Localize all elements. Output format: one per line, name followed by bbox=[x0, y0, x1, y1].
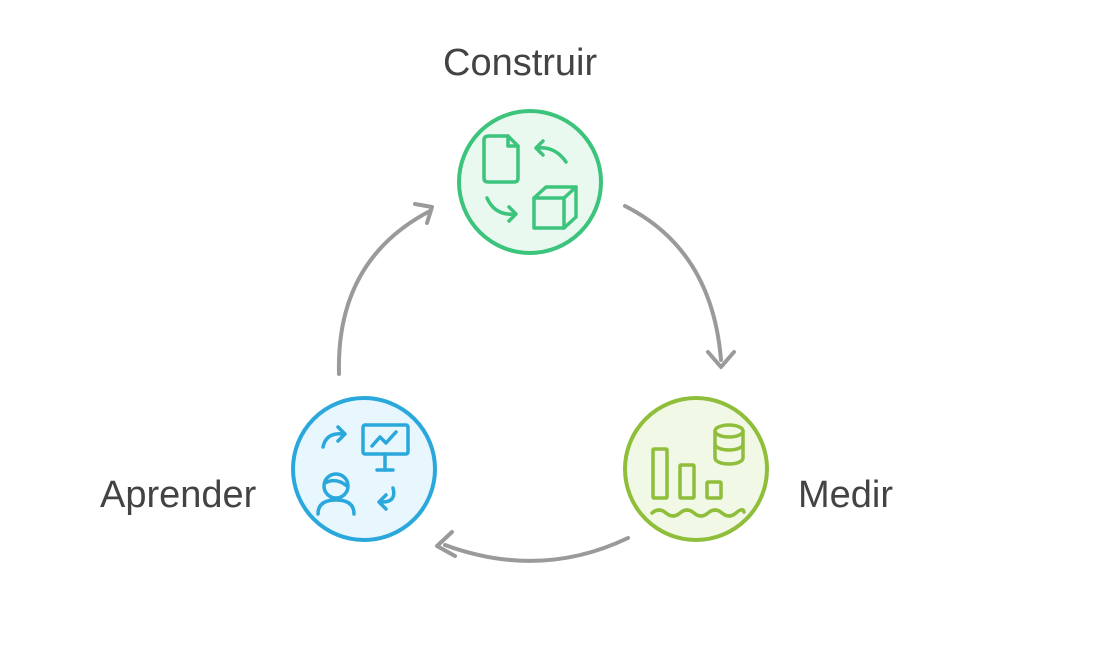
arrow-build-to-measure bbox=[623, 204, 736, 369]
arrow-measure-to-learn bbox=[435, 530, 630, 563]
person-presentation-icon bbox=[316, 423, 410, 516]
document-to-cube-icon bbox=[482, 134, 578, 230]
build-node bbox=[457, 109, 603, 255]
build-node-circle bbox=[457, 109, 603, 255]
measure-label: Medir bbox=[798, 474, 894, 516]
build-label: Construir bbox=[443, 42, 598, 84]
measure-node-circle bbox=[623, 396, 769, 542]
learn-label: Aprender bbox=[100, 474, 257, 516]
learn-node bbox=[291, 396, 437, 542]
arrow-learn-to-build bbox=[336, 202, 434, 376]
measure-node bbox=[623, 396, 769, 542]
bar-chart-database-icon bbox=[650, 423, 746, 518]
learn-node-circle bbox=[291, 396, 437, 542]
